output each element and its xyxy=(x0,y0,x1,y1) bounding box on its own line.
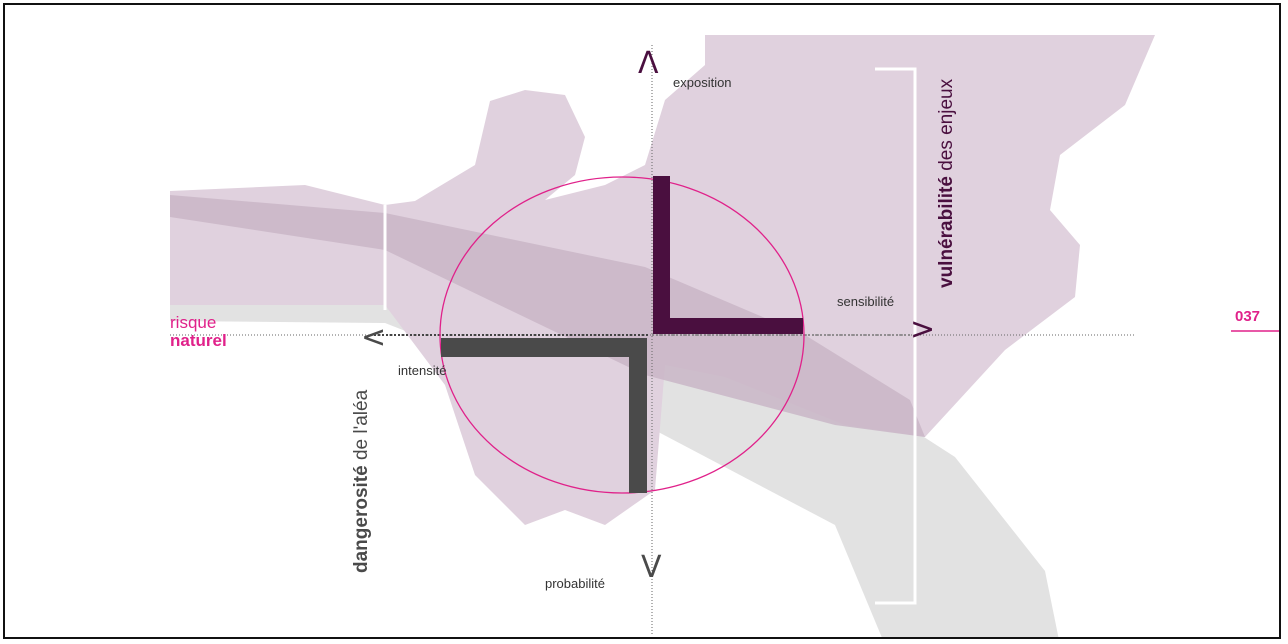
up-arrow-icon: Λ xyxy=(638,46,659,81)
right-bracket xyxy=(875,67,917,605)
vulnerability-l-shape xyxy=(653,176,803,334)
river-dark-band xyxy=(170,195,925,437)
diagram-frame: Λ V < > exposition sensibilité intensité… xyxy=(3,3,1281,639)
vertical-label-vulnerabilite: vulnérabilité des enjeux xyxy=(936,79,958,288)
dangerosite-normal: de l'aléa xyxy=(351,389,372,466)
risk-diagram xyxy=(170,35,1279,637)
axis-label-probabilite: probabilité xyxy=(545,576,605,591)
axis-label-sensibilite: sensibilité xyxy=(837,294,895,309)
dangerosite-bold: dangerosité xyxy=(351,465,372,573)
diagram-title: risque naturel xyxy=(170,314,227,350)
hazard-l-shape xyxy=(441,338,647,493)
vertical-label-dangerosite: dangerosité de l'aléa xyxy=(351,390,373,573)
right-arrow-icon: > xyxy=(910,312,936,347)
axis-label-intensite: intensité xyxy=(398,363,447,378)
title-line-naturel: naturel xyxy=(170,331,227,350)
risk-ellipse xyxy=(439,176,805,494)
vulnerabilite-bold: vulnérabilité xyxy=(936,176,957,288)
axis-label-exposition: exposition xyxy=(673,75,732,90)
page-number: 037 xyxy=(1235,308,1261,325)
down-arrow-icon: V xyxy=(641,550,662,585)
title-line-risque: risque xyxy=(170,313,217,332)
left-arrow-icon: < xyxy=(361,320,387,355)
vulnerabilite-normal: des enjeux xyxy=(936,78,957,177)
